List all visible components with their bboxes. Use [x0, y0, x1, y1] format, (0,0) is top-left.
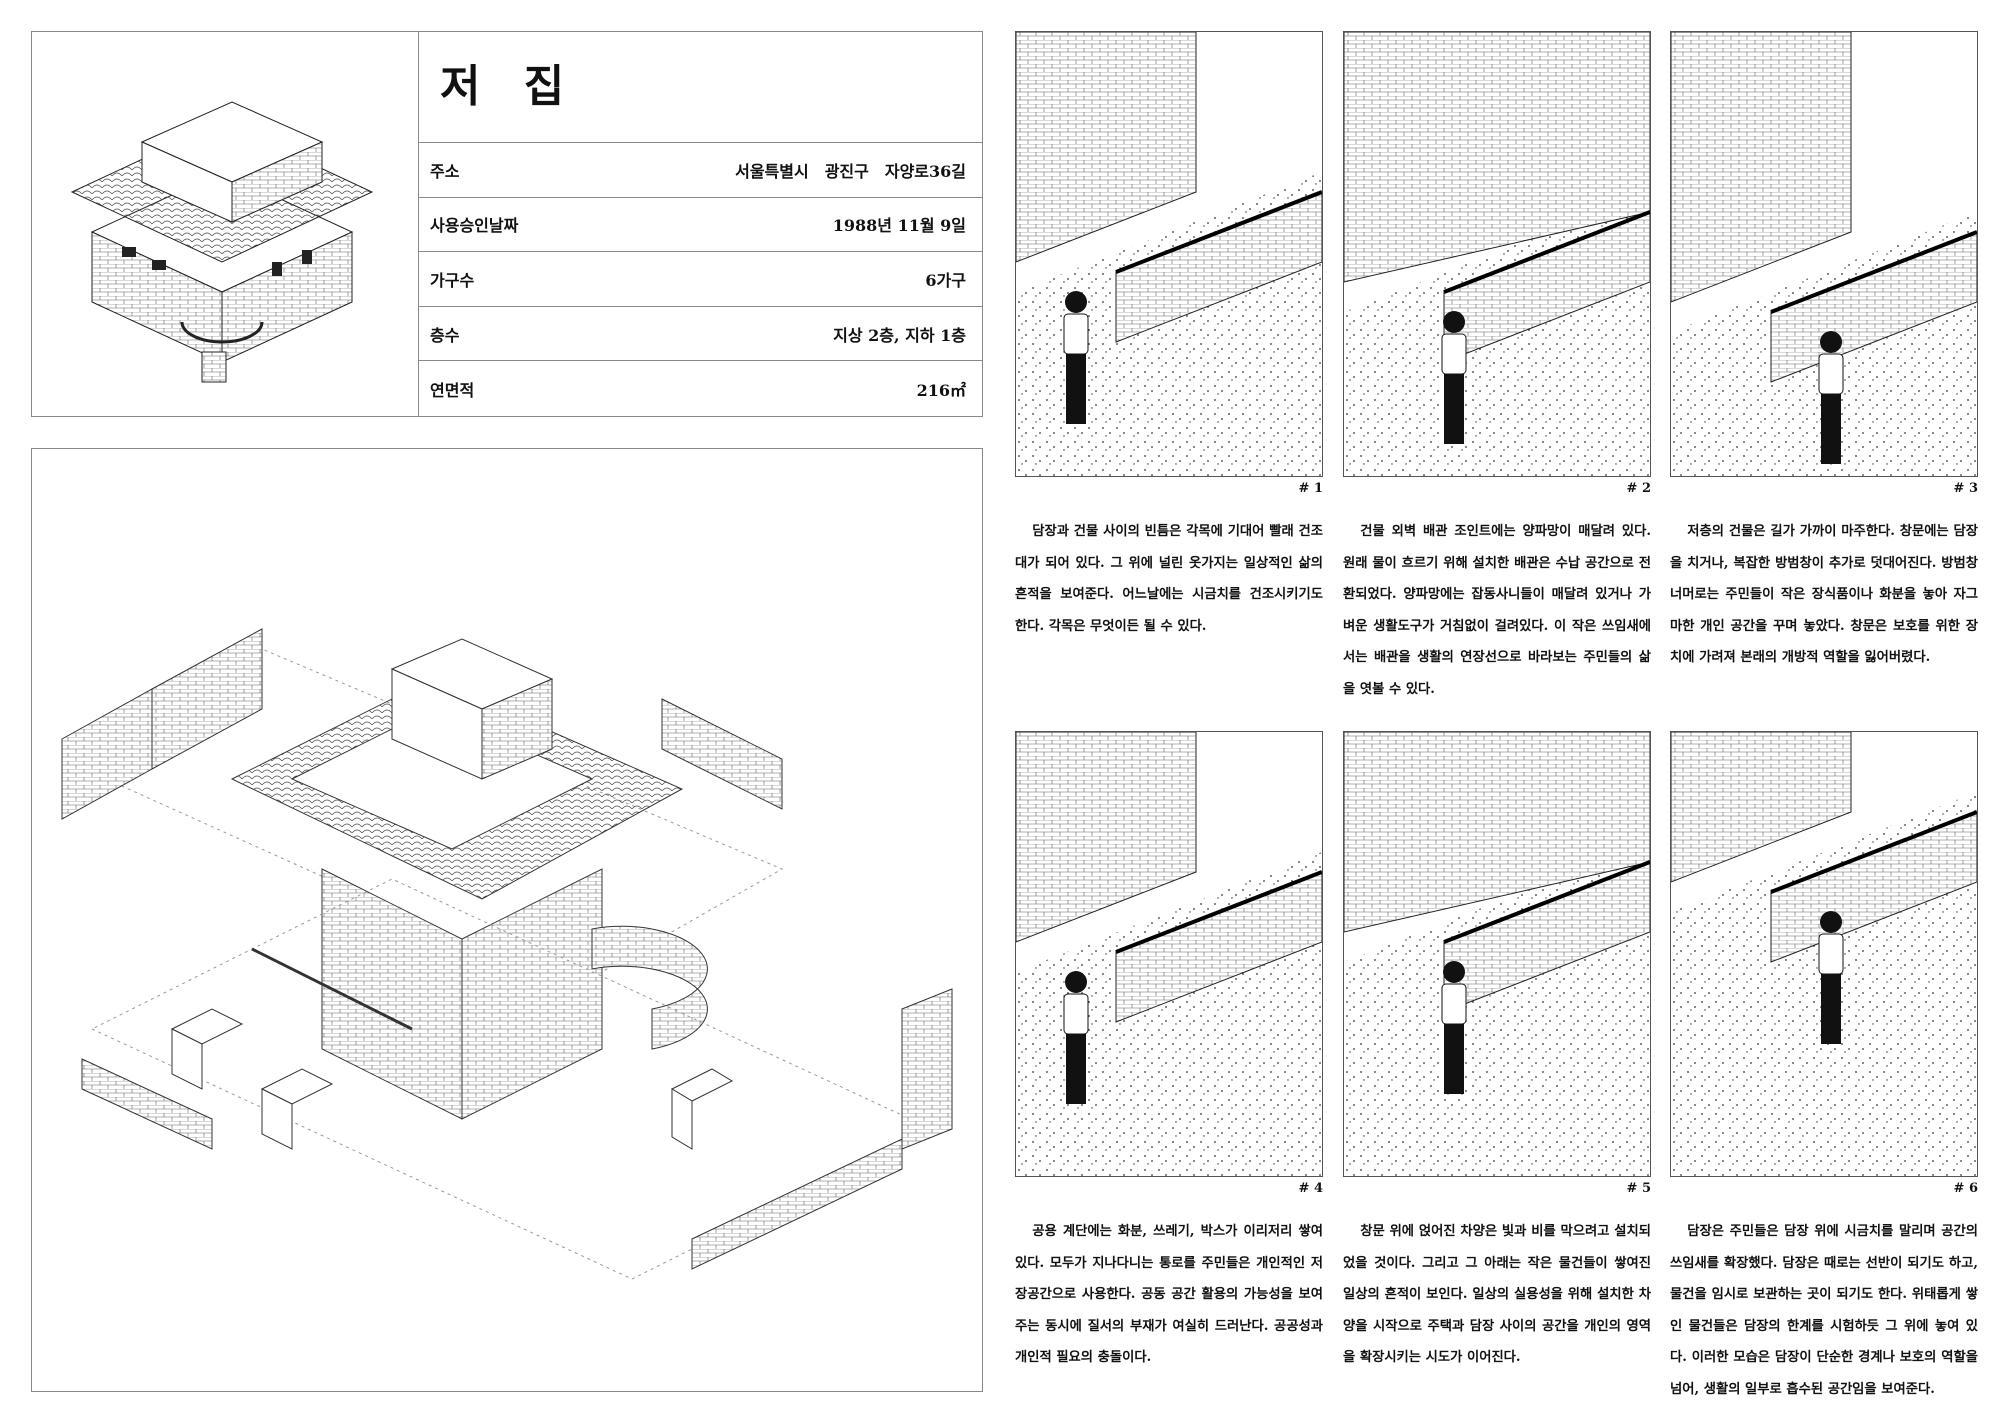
- info-label: 가구수: [430, 270, 475, 290]
- scene-number: # 6: [1953, 1181, 1978, 1196]
- scene-description: 창문 위에 얹어진 차양은 빛과 비를 막으려고 설치되었을 것이다. 그리고 …: [1343, 1224, 1651, 1365]
- scene-illustration: [1015, 731, 1323, 1177]
- info-value: 서울특별시 광진구 자양로36길: [735, 161, 966, 181]
- house-title: 저 집: [418, 32, 982, 143]
- scene-number: # 2: [1626, 481, 1651, 496]
- house-isometric-thumbnail: [32, 32, 419, 416]
- info-label: 주소: [430, 161, 460, 181]
- info-label: 층수: [430, 325, 460, 345]
- info-value: 6가구: [925, 270, 966, 290]
- scene-illustration: [1343, 31, 1651, 477]
- info-value: 지상 2층, 지하 1층: [833, 325, 966, 345]
- info-row: 사용승인날짜 1988년 11월 9일: [418, 198, 982, 253]
- scene-description: 공용 계단에는 화분, 쓰레기, 박스가 이리저리 쌓여 있다. 모두가 지나다…: [1015, 1224, 1323, 1365]
- exploded-axonometric-drawing: [31, 448, 983, 1392]
- scene-illustration: [1343, 731, 1651, 1177]
- info-label: 사용승인날짜: [430, 216, 519, 236]
- info-label: 연면적: [430, 380, 475, 400]
- info-row: 가구수 6가구: [418, 252, 982, 307]
- scene-number: # 4: [1298, 1181, 1323, 1196]
- scene-description: 저층의 건물은 길가 가까이 마주한다. 창문에는 담장을 치거나, 복잡한 방…: [1670, 524, 1978, 665]
- scene-illustration: [1670, 731, 1978, 1177]
- scene-illustration: [1670, 31, 1978, 477]
- scene-description: 담장과 건물 사이의 빈틈은 각목에 기대어 빨래 건조대가 되어 있다. 그 …: [1015, 524, 1323, 634]
- info-value: 1988년 11월 9일: [832, 216, 966, 236]
- scene-description: 건물 외벽 배관 조인트에는 양파망이 매달려 있다. 원래 물이 흐르기 위해…: [1343, 524, 1651, 697]
- info-value: 216㎡: [916, 380, 966, 400]
- scene-number: # 5: [1626, 1181, 1651, 1196]
- scene-illustration: [1015, 31, 1323, 477]
- info-row: 주소 서울특별시 광진구 자양로36길: [418, 143, 982, 198]
- info-row: 층수 지상 2층, 지하 1층: [418, 307, 982, 362]
- scene-description: 담장은 주민들은 담장 위에 시금치를 말리며 공간의 쓰임새를 확장했다. 담…: [1670, 1224, 1978, 1397]
- scene-number: # 3: [1953, 481, 1978, 496]
- info-row: 연면적 216㎡: [418, 361, 982, 416]
- scene-number: # 1: [1298, 481, 1323, 496]
